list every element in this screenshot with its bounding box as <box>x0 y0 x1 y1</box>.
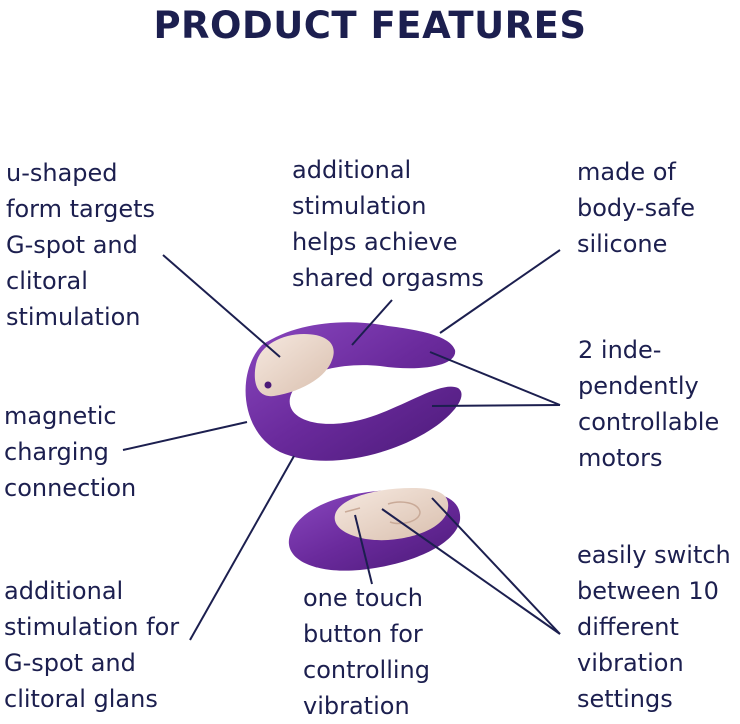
feature-switch-settings: easily switch between 10 different vibra… <box>577 541 731 713</box>
feature-motors: 2 inde- pendently controllable motors <box>578 336 720 472</box>
device-charging-dot <box>264 381 272 389</box>
leader-u-shaped <box>162 254 281 358</box>
feature-u-shaped: u-shaped form targets G-spot and clitora… <box>6 159 156 331</box>
leader-magnetic <box>122 421 248 451</box>
leader-switch-2 <box>431 497 561 635</box>
leader-silicone <box>439 249 561 334</box>
device-gold-cap <box>254 334 334 397</box>
page-title: PRODUCT FEATURES <box>153 4 587 47</box>
leader-switch-1 <box>381 508 561 635</box>
leader-additional-stim <box>351 299 393 346</box>
feature-gspot-glans: additional stimulation for G-spot and cl… <box>4 577 180 713</box>
feature-one-touch: one touch button for controlling vibrati… <box>303 584 430 720</box>
leader-gspot-glans <box>189 455 295 641</box>
leader-one-touch <box>354 514 373 585</box>
remote-gold-panel <box>334 488 449 541</box>
leader-motors-2 <box>431 404 561 407</box>
feature-additional-stimulation: additional stimulation helps achieve sha… <box>292 156 484 292</box>
leader-motors-1 <box>429 351 561 406</box>
feature-silicone: made of body-safe silicone <box>577 158 696 258</box>
feature-magnetic: magnetic charging connection <box>4 402 137 502</box>
